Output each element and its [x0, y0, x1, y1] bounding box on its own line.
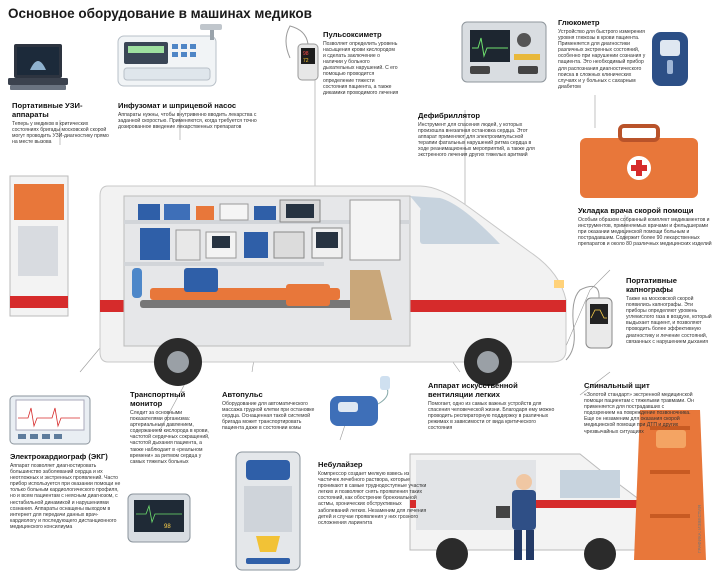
pulse-oximeter-text: Позволяет определить уровень насыщения к…: [323, 41, 399, 96]
spinal-board-text: «Золотой стандарт» экстренной медицинско…: [584, 392, 694, 435]
transport-monitor-block: Транспортный монитор Следит за основными…: [130, 390, 214, 465]
pulse-oximeter-heading: Пульсоксиметр: [323, 30, 382, 39]
ultrasound-text: Теперь у медиков в критических состояния…: [12, 121, 109, 146]
credit-text: ГРАФИКА: ИЗВЕСТИЯ: [697, 505, 702, 553]
infusion-block: Инфузомат и шприцевой насос Аппараты нуж…: [118, 101, 268, 130]
nebulizer-block: Небулайзер Компрессор создает мелкую взв…: [318, 460, 430, 526]
spinal-board-block: Спинальный щит «Золотой стандарт» экстре…: [584, 381, 694, 435]
glucometer-heading: Глюкометр: [558, 18, 600, 27]
credit: ГРАФИКА: ИЗВЕСТИЯ: [697, 505, 702, 553]
ecg-device-image: [9, 395, 91, 445]
autopulse-image: [235, 451, 301, 571]
ecg-heading: Электрокардиограф (ЭКГ): [10, 452, 108, 461]
ventilator-heading: Аппарат искусственной вентиляции легких: [428, 381, 518, 399]
defibrillator-text: Инструмент для спасения людей, у которых…: [418, 122, 535, 159]
doctor-kit-text: Особым образом собранный комплект медика…: [578, 217, 712, 248]
ultrasound-block: Портативные УЗИ-аппараты Теперь у медико…: [12, 101, 110, 145]
ecg-block: Электрокардиограф (ЭКГ) Аппарат позволяе…: [10, 452, 122, 530]
glucometer-image: [652, 32, 688, 86]
ventilator-text: Помогает, одно из самых важных устройств…: [428, 401, 555, 432]
autopulse-block: Автопульс Оборудование для автоматическо…: [222, 390, 322, 431]
ambulance-small-image: [409, 453, 641, 570]
pulse-oximeter-block: Пульсоксиметр Позволяет определить урове…: [323, 30, 399, 96]
ultrasound-heading: Портативные УЗИ-аппараты: [12, 101, 83, 119]
page-title: Основное оборудование в машинах медиков: [8, 6, 312, 21]
capnograph-text: Также на московской скорой появились кап…: [626, 296, 712, 345]
ambulance-rear-image: [9, 175, 69, 317]
transport-monitor-heading: Транспортный монитор: [130, 390, 186, 408]
ventilator-block: Аппарат искусственной вентиляции легких …: [428, 381, 560, 431]
autopulse-heading: Автопульс: [222, 390, 263, 399]
ecg-text: Аппарат позволяет диагностировать больши…: [10, 463, 121, 530]
infusion-text: Аппараты нужны, чтобы внутривенно вводит…: [118, 112, 257, 131]
doctor-kit-block: Укладка врача скорой помощи Особым образ…: [578, 206, 714, 247]
defibrillator-image: [461, 21, 547, 83]
svg-text:98: 98: [303, 51, 309, 57]
defibrillator-block: Дефибриллятор Инструмент для спасения лю…: [418, 111, 542, 159]
ambulance-van-image: [99, 185, 567, 386]
nebulizer-image: [330, 376, 390, 426]
glucometer-text: Устройство для быстрого измерения уровня…: [558, 29, 646, 90]
svg-text:72: 72: [303, 58, 309, 64]
autopulse-text: Оборудование для автоматического массажа…: [222, 401, 315, 432]
capnograph-image: [565, 285, 613, 361]
glucometer-block: Глюкометр Устройство для быстрого измере…: [558, 18, 650, 90]
transport-monitor-image: 98: [127, 493, 191, 543]
ultrasound-device-image: [8, 44, 68, 90]
capnograph-heading: Портативные капнографы: [626, 276, 677, 294]
pulse-oximeter-image: 98 72: [285, 25, 319, 81]
infusion-pump-image: [117, 24, 222, 87]
transport-monitor-text: Следит за основными показателями организ…: [130, 410, 210, 465]
nebulizer-heading: Небулайзер: [318, 460, 363, 469]
doctor-kit-heading: Укладка врача скорой помощи: [578, 206, 694, 215]
doctor-kit-image: [580, 124, 698, 198]
defibrillator-heading: Дефибриллятор: [418, 111, 481, 120]
infusion-heading: Инфузомат и шприцевой насос: [118, 101, 237, 110]
spinal-board-image: [634, 410, 706, 560]
svg-text:98: 98: [164, 524, 171, 530]
spinal-board-heading: Спинальный щит: [584, 381, 650, 390]
capnograph-block: Портативные капнографы Также на московск…: [626, 276, 714, 345]
cabin-equipment: [132, 199, 401, 320]
nebulizer-text: Компрессор создает мелкую взвесь из част…: [318, 471, 427, 526]
